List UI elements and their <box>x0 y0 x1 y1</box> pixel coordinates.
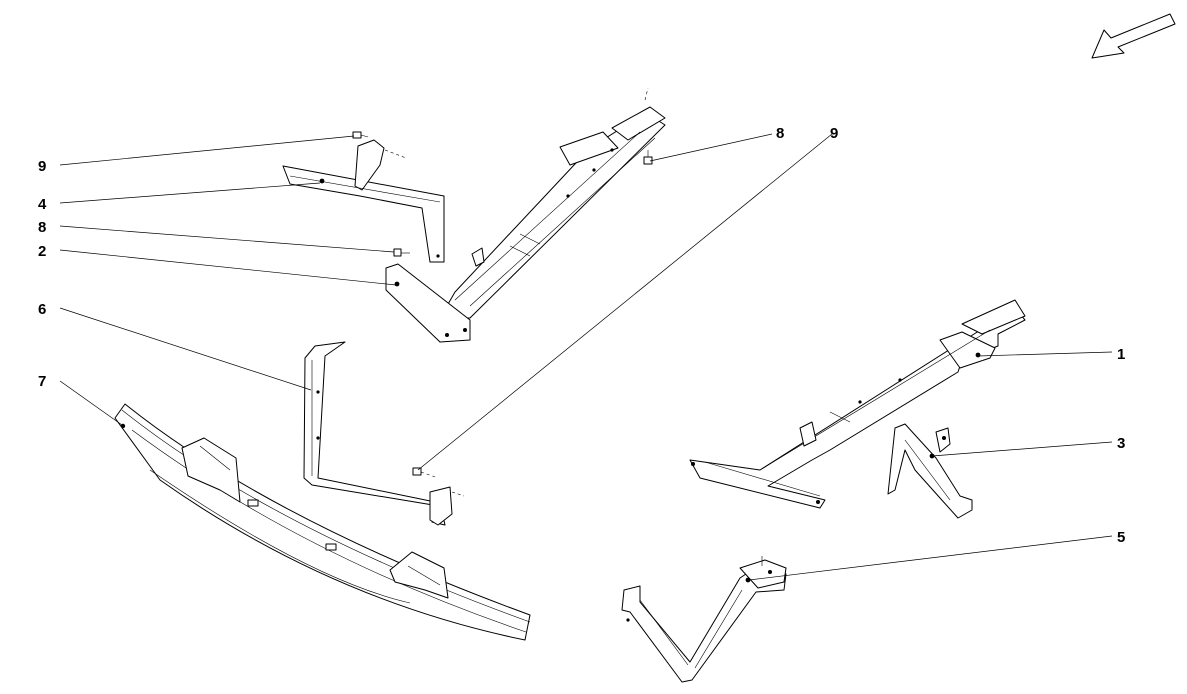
callout-labels: 9 4 8 2 6 7 8 9 1 3 5 <box>38 125 1125 546</box>
part-2-crossmember <box>385 87 666 343</box>
direction-arrow-icon <box>1091 13 1176 59</box>
callout-2: 2 <box>38 243 46 260</box>
leader-5 <box>748 535 1113 581</box>
leader-8-right <box>649 133 773 162</box>
callout-1: 1 <box>1117 346 1125 363</box>
callout-8-left: 8 <box>38 219 46 236</box>
callout-3: 3 <box>1117 435 1125 452</box>
callout-9-lower: 9 <box>830 125 838 142</box>
callout-5: 5 <box>1117 529 1125 546</box>
callout-8-right: 8 <box>776 125 784 142</box>
part-4-bracket <box>282 139 445 263</box>
leader-6 <box>59 307 312 391</box>
part-6-bracket <box>303 341 465 526</box>
leader-3 <box>931 441 1113 457</box>
bolt-9-upper <box>352 131 369 139</box>
leader-4 <box>59 182 321 204</box>
leader-1 <box>977 351 1113 357</box>
bolt-8-left <box>393 248 410 257</box>
leader-9-upper <box>59 135 355 166</box>
callout-9-upper: 9 <box>38 158 46 175</box>
leader-2 <box>59 249 397 286</box>
part-1-crossmember <box>689 299 1026 509</box>
bolt-9-lower <box>412 467 439 479</box>
callout-7: 7 <box>38 373 46 390</box>
leader-9-lower <box>417 133 833 471</box>
callout-4: 4 <box>38 196 47 213</box>
part-5-bracket <box>621 556 787 683</box>
part-7-front-beam <box>114 403 531 641</box>
part-3-bracket <box>887 423 973 519</box>
callout-6: 6 <box>38 301 46 318</box>
leader-lines <box>59 133 1113 581</box>
leader-8-left <box>59 225 395 253</box>
leader-7 <box>59 380 123 426</box>
bolt-8-right <box>643 150 653 165</box>
